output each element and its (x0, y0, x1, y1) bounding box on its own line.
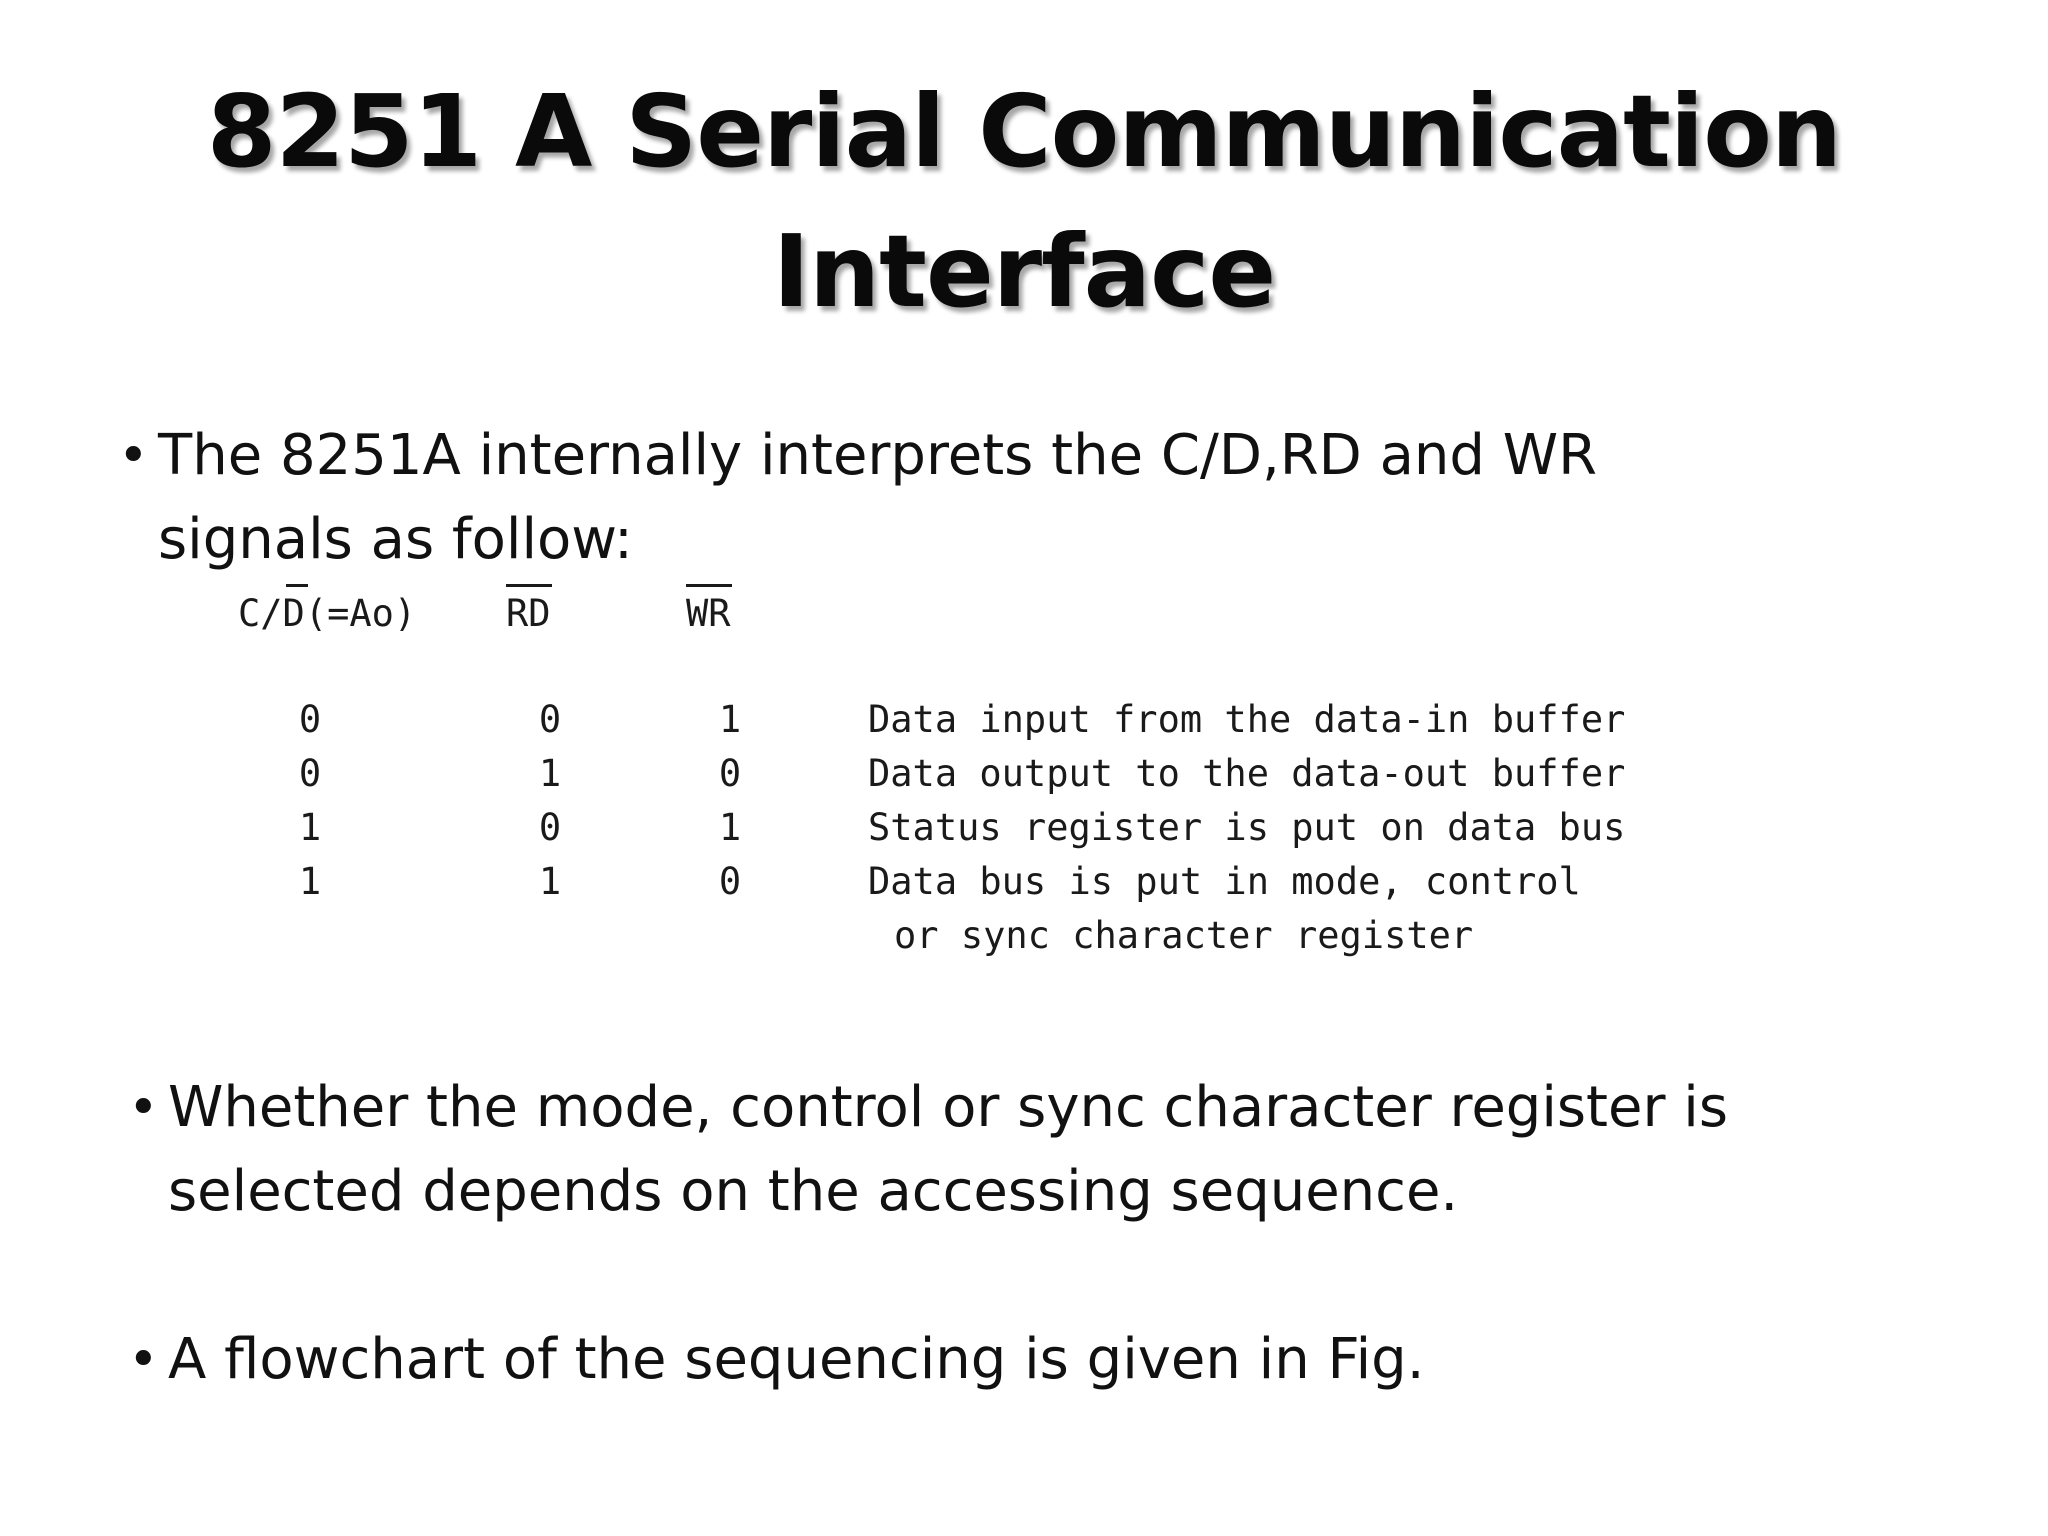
bullet-icon: • (128, 1330, 159, 1390)
wr-overbar (686, 584, 732, 587)
cell-wr: 1 (718, 698, 742, 741)
header-wr: WR (686, 584, 732, 635)
cell-rd: 1 (538, 752, 562, 795)
rd-overbar (506, 584, 552, 587)
bullet-item-2: • Whether the mode, control or sync char… (128, 1066, 1828, 1234)
cell-rd: 0 (538, 806, 562, 849)
cell-description-continuation: or sync character register (894, 914, 1474, 957)
cell-description: Data input from the data-in buffer (868, 698, 1626, 741)
cell-cd: 1 (298, 806, 322, 849)
cell-wr: 0 (718, 860, 742, 903)
table-row: 1 1 0 Data bus is put in mode, control o… (180, 860, 1780, 968)
bullet-icon: • (128, 1078, 159, 1138)
cell-rd: 1 (538, 860, 562, 903)
cell-cd: 1 (298, 860, 322, 903)
cell-cd: 0 (298, 698, 322, 741)
header-cd: C/D(=Ao) (238, 584, 416, 635)
table-row: 0 1 0 Data output to the data-out buffer (180, 752, 1780, 806)
bullet-icon: • (118, 426, 149, 486)
cell-rd: 0 (538, 698, 562, 741)
bullet-text-line-2: selected depends on the accessing sequen… (168, 1159, 1459, 1224)
header-rd: RD (506, 584, 552, 635)
bullet-item-3: • A flowchart of the sequencing is given… (128, 1318, 1828, 1402)
slide-title-line-2: Interface (772, 213, 1276, 330)
cell-wr: 1 (718, 806, 742, 849)
slide-title-line-1: 8251 A Serial Communication (206, 73, 1842, 190)
cell-description: Status register is put on data bus (868, 806, 1626, 849)
slide-title: 8251 A Serial Communication Interface (0, 62, 2048, 342)
table-row: 1 0 1 Status register is put on data bus (180, 806, 1780, 860)
bullet-item-1: • The 8251A internally interprets the C/… (118, 414, 1718, 582)
cell-cd: 0 (298, 752, 322, 795)
bullet-text-line-1: A flowchart of the sequencing is given i… (168, 1327, 1425, 1392)
table-row: 0 0 1 Data input from the data-in buffer (180, 698, 1780, 752)
bullet-text-line-1: Whether the mode, control or sync charac… (168, 1075, 1729, 1140)
bullet-text-line-1: The 8251A internally interprets the C/D,… (158, 423, 1598, 488)
cell-description: Data output to the data-out buffer (868, 752, 1626, 795)
cell-description: Data bus is put in mode, control (868, 860, 1581, 903)
cell-wr: 0 (718, 752, 742, 795)
bullet-text-line-2: signals as follow: (158, 507, 633, 572)
cd-overbar (286, 584, 308, 587)
